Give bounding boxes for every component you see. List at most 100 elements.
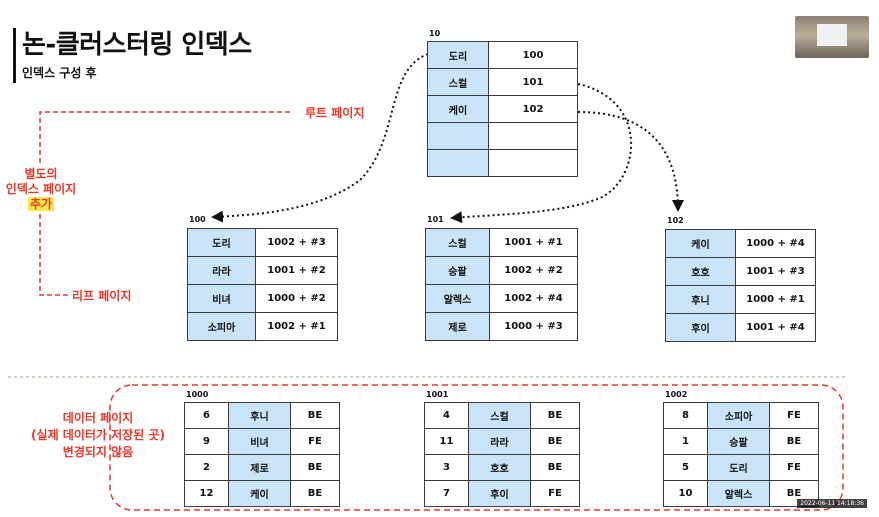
key-cell: 후이 <box>665 313 736 342</box>
row-pointer-cell: 1000 + #2 <box>255 284 338 313</box>
row-pointer-cell: 1001 + #2 <box>255 256 338 285</box>
data-page-number: 1000 <box>186 390 209 399</box>
name-cell: 라라 <box>468 428 531 455</box>
name-cell: 케이 <box>228 480 291 507</box>
key-cell: 후니 <box>665 285 736 314</box>
role-cell: FE <box>769 454 819 481</box>
key-cell: 알렉스 <box>425 284 490 313</box>
name-cell: 스컬 <box>468 402 531 429</box>
key-cell: 케이 <box>427 95 489 123</box>
key-cell: 스컬 <box>425 228 490 257</box>
key-cell: 라라 <box>187 256 256 285</box>
separate-index-label: 별도의 인덱스 페이지 추가 <box>0 167 82 212</box>
id-cell: 3 <box>424 454 469 481</box>
recording-timestamp: 2022-06-11 14:18:36 <box>797 499 867 508</box>
separate-index-line1: 별도의 <box>24 167 58 181</box>
role-cell: BE <box>530 428 580 455</box>
pointer-cell: 101 <box>488 68 578 96</box>
data-page-label: 데이터 페이지 (실제 데이터가 저장된 곳) 변경되지 않음 <box>10 410 186 461</box>
row-pointer-cell: 1000 + #1 <box>735 285 816 314</box>
row-pointer-cell: 1001 + #3 <box>735 257 816 286</box>
key-cell: 승팔 <box>425 256 490 285</box>
role-cell: BE <box>290 454 340 481</box>
webcam-thumbnail <box>795 16 869 58</box>
id-cell: 6 <box>184 402 229 429</box>
role-cell: FE <box>290 428 340 455</box>
role-cell: FE <box>769 402 819 429</box>
role-cell: BE <box>290 480 340 507</box>
row-pointer-cell: 1002 + #2 <box>489 256 578 285</box>
row-pointer-cell: 1002 + #1 <box>255 312 338 341</box>
id-cell: 4 <box>424 402 469 429</box>
key-cell <box>427 149 489 177</box>
id-cell: 7 <box>424 480 469 507</box>
root-page-label: 루트 페이지 <box>305 106 365 120</box>
pointer-cell <box>488 149 578 177</box>
name-cell: 호호 <box>468 454 531 481</box>
key-cell: 제로 <box>425 312 490 341</box>
webcam-screen <box>817 24 847 46</box>
row-pointer-cell: 1002 + #4 <box>489 284 578 313</box>
name-cell: 비녀 <box>228 428 291 455</box>
row-pointer-cell: 1001 + #4 <box>735 313 816 342</box>
name-cell: 알렉스 <box>707 480 770 507</box>
arrow-root-to-101 <box>450 83 633 224</box>
key-cell <box>427 122 489 150</box>
name-cell: 제로 <box>228 454 291 481</box>
key-cell: 도리 <box>187 228 256 257</box>
key-cell: 소피아 <box>187 312 256 341</box>
key-cell: 비녀 <box>187 284 256 313</box>
pointer-cell: 100 <box>488 41 578 69</box>
row-pointer-cell: 1000 + #4 <box>735 229 816 258</box>
name-cell: 후이 <box>468 480 531 507</box>
key-cell: 스컬 <box>427 68 489 96</box>
key-cell: 호호 <box>665 257 736 286</box>
data-page-outline <box>109 384 844 511</box>
key-cell: 케이 <box>665 229 736 258</box>
role-cell: BE <box>530 454 580 481</box>
separate-index-line3: 추가 <box>27 197 55 211</box>
separate-index-line2: 인덱스 페이지 <box>5 182 77 196</box>
role-cell: BE <box>769 480 819 507</box>
leaf-page-number: 102 <box>667 216 684 225</box>
data-page-number: 1002 <box>665 390 688 399</box>
name-cell: 도리 <box>707 454 770 481</box>
leaf-page-number: 101 <box>427 215 444 224</box>
table-row <box>427 122 578 150</box>
root-page-number: 10 <box>429 29 441 38</box>
data-page-line1: 데이터 페이지 <box>62 411 134 425</box>
role-cell: BE <box>290 402 340 429</box>
leaf-page-number: 100 <box>189 215 206 224</box>
page-title: 논-클러스터링 인덱스 <box>22 30 252 60</box>
page-subtitle: 인덱스 구성 후 <box>22 66 97 80</box>
key-cell: 도리 <box>427 41 489 69</box>
id-cell: 5 <box>663 454 708 481</box>
data-page-line3: 변경되지 않음 <box>62 445 134 459</box>
